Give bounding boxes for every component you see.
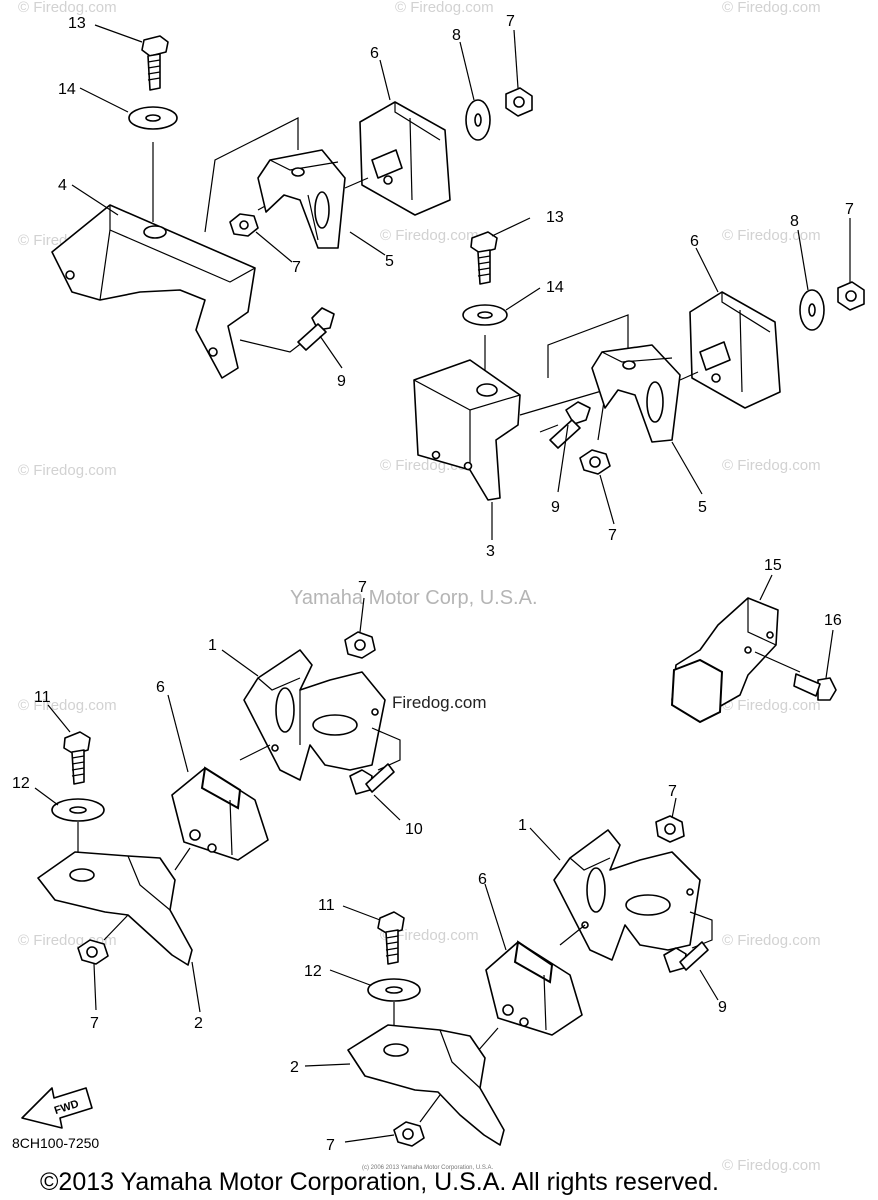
part-label-12: 12 — [304, 963, 322, 980]
engine-mount-icon — [689, 291, 781, 409]
part-label-2: 2 — [194, 1015, 203, 1032]
nut-icon — [393, 1121, 425, 1147]
part-label-10: 10 — [405, 821, 423, 838]
assembly-middle-left — [37, 631, 401, 966]
watermark-tile: © Firedog.com — [722, 457, 821, 474]
watermark-tile: © Firedog.com — [380, 227, 479, 244]
forward-arrow-icon: FWD — [21, 1087, 93, 1129]
watermark-tile: © Firedog.com — [18, 0, 117, 16]
part-label-9: 9 — [337, 373, 346, 390]
assembly-top-left — [51, 35, 533, 379]
part-label-6: 6 — [690, 233, 699, 250]
part-label-9: 9 — [718, 999, 727, 1016]
part-label-8: 8 — [452, 27, 461, 44]
part-label-7: 7 — [608, 527, 617, 544]
part-label-11: 11 — [318, 897, 335, 914]
bolt-icon — [663, 941, 709, 973]
bolt-icon — [470, 231, 498, 285]
engine-mount-icon — [359, 101, 451, 216]
part-label-6: 6 — [370, 45, 379, 62]
diagram-code: 8CH100-7250 — [12, 1135, 99, 1151]
assembly-bottom-right — [347, 815, 713, 1147]
part-label-9: 9 — [551, 499, 560, 516]
part-label-15: 15 — [764, 557, 782, 574]
part-label-7: 7 — [668, 783, 677, 800]
part-label-7: 7 — [326, 1137, 335, 1154]
watermark-tile: © Firedog.com — [722, 0, 821, 16]
nut-icon — [579, 449, 611, 475]
bolt-icon — [63, 731, 91, 785]
nut-icon — [229, 213, 259, 237]
bracket-icon — [257, 149, 346, 249]
bracket-icon — [413, 359, 521, 501]
part-label-13: 13 — [546, 209, 564, 226]
assembly-15-16 — [670, 597, 837, 724]
part-label-7: 7 — [292, 259, 301, 276]
watermark-tile: © Firedog.com — [722, 932, 821, 949]
part-label-6: 6 — [478, 871, 487, 888]
part-label-11: 11 — [34, 689, 51, 706]
part-label-14: 14 — [58, 81, 76, 98]
assembly-top-right — [413, 231, 865, 501]
part-number-labels: 13 14 4 6 8 7 7 5 9 13 14 6 8 7 9 7 5 3 … — [12, 13, 854, 1154]
watermark-tile: © Firedog.com — [380, 927, 479, 944]
bracket-icon — [591, 344, 681, 443]
part-label-2: 2 — [290, 1059, 299, 1076]
nut-icon — [505, 87, 533, 117]
bracket-icon — [37, 851, 193, 966]
part-label-7: 7 — [90, 1015, 99, 1032]
bolt-icon — [141, 35, 169, 91]
bolt-icon — [549, 401, 591, 449]
nut-icon — [344, 631, 376, 659]
watermark-tile: © Firedog.com — [18, 462, 117, 479]
part-label-7: 7 — [506, 13, 515, 30]
tiny-notice: (c) 2006 2013 Yamaha Motor Corporation, … — [362, 1165, 494, 1171]
part-label-1: 1 — [518, 817, 527, 834]
bolt-icon — [793, 673, 837, 701]
watermark-center: Firedog.com — [392, 693, 486, 712]
watermark-tile: © Firedog.com — [722, 697, 821, 714]
nut-icon — [77, 939, 109, 965]
engine-mount-icon — [485, 940, 583, 1036]
nut-icon — [837, 281, 865, 311]
bracket-icon — [243, 649, 386, 781]
nut-icon — [655, 815, 685, 843]
bolt-icon — [297, 307, 335, 351]
watermark-tile: © Firedog.com — [395, 0, 494, 16]
part-label-5: 5 — [385, 253, 394, 270]
part-label-8: 8 — [790, 213, 799, 230]
part-label-5: 5 — [698, 499, 707, 516]
watermark-tile: © Firedog.com — [722, 227, 821, 244]
part-label-7: 7 — [845, 201, 854, 218]
bracket-icon — [51, 204, 256, 379]
part-label-13: 13 — [68, 15, 86, 32]
part-label-16: 16 — [824, 612, 842, 629]
watermark-tile: © Firedog.com — [722, 1157, 821, 1174]
part-label-6: 6 — [156, 679, 165, 696]
stopper-icon — [670, 597, 779, 724]
watermark-tile: © Firedog.com — [18, 697, 117, 714]
part-label-4: 4 — [58, 177, 67, 194]
copyright-notice: ©2013 Yamaha Motor Corporation, U.S.A. A… — [40, 1168, 719, 1196]
bolt-icon — [377, 911, 405, 965]
part-label-7: 7 — [358, 579, 367, 596]
bolt-icon — [349, 763, 395, 795]
part-label-1: 1 — [208, 637, 217, 654]
engine-mount-icon — [171, 766, 269, 861]
part-label-12: 12 — [12, 775, 30, 792]
bracket-icon — [553, 829, 701, 961]
part-label-3: 3 — [486, 543, 495, 560]
bracket-icon — [347, 1024, 505, 1146]
watermark-corp: Yamaha Motor Corp, U.S.A. — [290, 587, 538, 609]
leader-lines — [34, 24, 851, 1143]
part-label-14: 14 — [546, 279, 564, 296]
